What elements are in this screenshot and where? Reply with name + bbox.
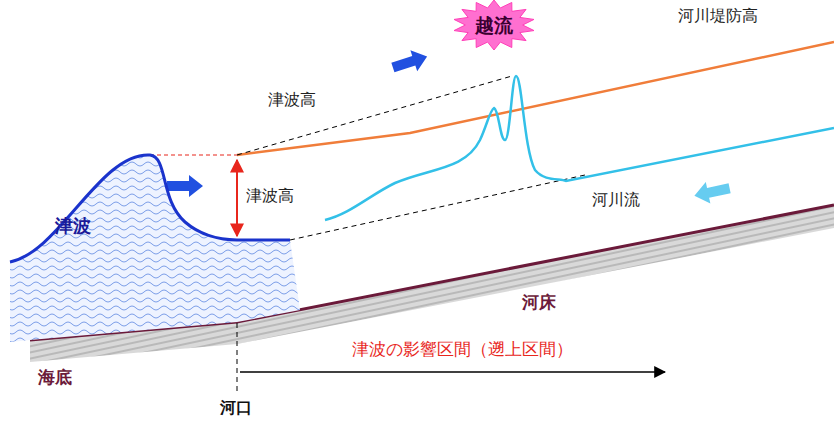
- river-water-line: [325, 76, 834, 220]
- flow-arrow: [389, 46, 430, 78]
- river-flow-label: 河川流: [592, 190, 640, 211]
- tsunami-height-label: 津波高: [246, 186, 294, 207]
- tsunami-wave: 津波: [10, 150, 305, 345]
- range-label: 津波の影響区間（遡上区間）: [352, 338, 573, 361]
- wave-shape: [10, 150, 305, 345]
- river-flow-arrow: [692, 177, 732, 206]
- levee-height-label: 河川堤防高: [678, 6, 758, 27]
- burst-outline: [454, 0, 534, 50]
- seabed-label: 海底: [38, 366, 72, 389]
- riverbed-label: 河床: [522, 291, 556, 314]
- wave-outline: [10, 155, 290, 262]
- height-arrow: [236, 160, 238, 236]
- node-text: 津波: [55, 215, 91, 237]
- flow-arrow: [167, 175, 203, 197]
- tsunami-height-label: 津波高: [268, 90, 316, 111]
- overflow-burst: 越流: [453, 0, 535, 50]
- levee-line: [237, 42, 834, 155]
- tsunami-height-line: [237, 76, 512, 155]
- range-arrow: [240, 371, 665, 373]
- height-guide: [150, 154, 237, 155]
- wave-body: [10, 155, 300, 342]
- node-text: 越流: [475, 14, 513, 37]
- water-surface-line: [290, 175, 585, 240]
- river-mouth-label: 河口: [220, 398, 252, 419]
